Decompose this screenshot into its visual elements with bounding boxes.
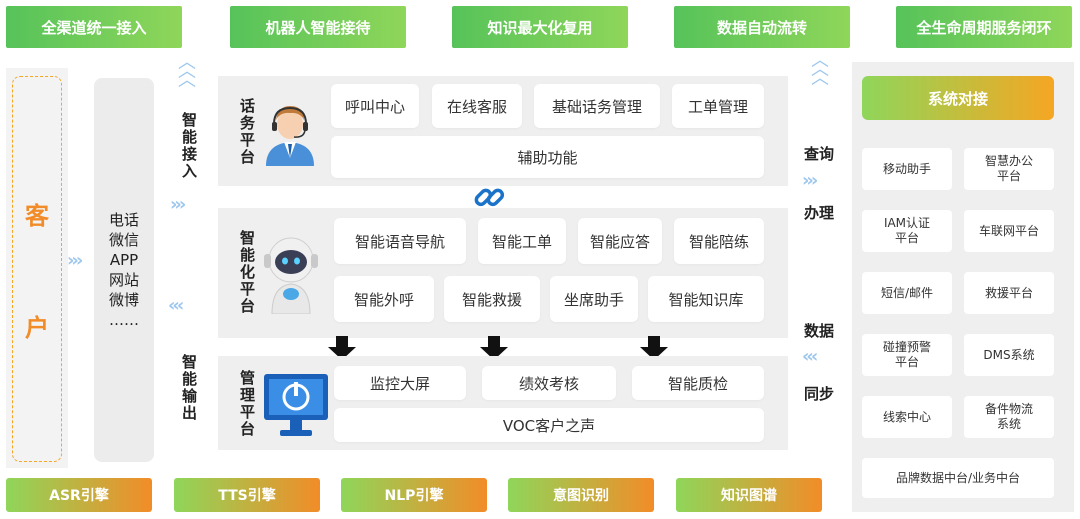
channel-item: 电话 <box>108 211 139 229</box>
box-work-order-mgmt: 工单管理 <box>672 84 764 128</box>
header-data-flow: 数据自动流转 <box>674 6 850 48</box>
sys-iam: IAM认证 平台 <box>862 210 952 252</box>
label-sync: 同步 <box>804 385 835 403</box>
label-handle: 办理 <box>804 204 835 222</box>
header-robot: 机器人智能接待 <box>230 6 406 48</box>
customer-column <box>6 68 68 468</box>
channel-item: 微博 <box>108 291 139 309</box>
double-up-icon: ︿︿︿ <box>178 52 196 91</box>
engine-intent: 意图识别 <box>508 478 654 512</box>
arrow-down-icon <box>640 336 668 360</box>
robot-icon <box>262 230 320 315</box>
phone-platform-title: 话务平台 <box>238 98 256 166</box>
agent-avatar-icon <box>258 100 322 166</box>
engine-asr: ASR引擎 <box>6 478 152 512</box>
box-smart-answer: 智能应答 <box>578 218 662 264</box>
box-online-service: 在线客服 <box>432 84 522 128</box>
mgmt-platform-title: 管理平台 <box>238 370 256 438</box>
chevron-right-icon: ››› <box>170 194 186 215</box>
header-lifecycle: 全生命周期服务闭环 <box>896 6 1072 48</box>
engine-nlp: NLP引擎 <box>341 478 487 512</box>
channel-item: 网站 <box>108 271 139 289</box>
system-integration-header: 系统对接 <box>862 76 1054 120</box>
sys-mobile-assistant: 移动助手 <box>862 148 952 190</box>
box-performance: 绩效考核 <box>482 366 616 400</box>
customer-char-2: 户 <box>25 313 49 342</box>
engine-tts: TTS引擎 <box>174 478 320 512</box>
sys-parts-logistics: 备件物流 系统 <box>964 396 1054 438</box>
sys-rescue: 救援平台 <box>964 272 1054 314</box>
smart-access-label: 智能接入 <box>180 112 198 180</box>
box-assist-func: 辅助功能 <box>331 136 764 178</box>
box-smart-training: 智能陪练 <box>674 218 764 264</box>
label-data: 数据 <box>804 322 835 340</box>
channels-panel: 电话 微信 APP 网站 微博 …… <box>94 78 154 462</box>
arrow-down-icon <box>480 336 508 360</box>
arrow-down-icon <box>328 336 356 360</box>
box-smart-outbound: 智能外呼 <box>334 276 434 322</box>
box-smart-rescue: 智能救援 <box>444 276 540 322</box>
channel-item: 微信 <box>108 231 139 249</box>
box-smart-qc: 智能质检 <box>632 366 764 400</box>
customer-box: 客 户 <box>12 76 62 462</box>
sys-iov: 车联网平台 <box>964 210 1054 252</box>
engine-kg: 知识图谱 <box>676 478 822 512</box>
label-query: 查询 <box>804 145 835 163</box>
channel-item: …… <box>109 311 139 329</box>
box-agent-assist: 坐席助手 <box>550 276 638 322</box>
ai-platform-title: 智能化平台 <box>238 229 256 315</box>
monitor-icon <box>262 372 330 438</box>
header-knowledge: 知识最大化复用 <box>452 6 628 48</box>
customer-char-1: 客 <box>25 201 49 230</box>
box-smart-ticket: 智能工单 <box>478 218 566 264</box>
link-icon <box>472 180 506 214</box>
box-voc: VOC客户之声 <box>334 408 764 442</box>
sys-dms: DMS系统 <box>964 334 1054 376</box>
box-smart-kb: 智能知识库 <box>648 276 764 322</box>
box-monitor-screen: 监控大屏 <box>334 366 466 400</box>
double-up-icon: ︿︿︿ <box>811 50 829 89</box>
box-basic-call-mgmt: 基础话务管理 <box>534 84 660 128</box>
sys-sms-email: 短信/邮件 <box>862 272 952 314</box>
chevron-left-icon: ‹‹‹ <box>802 346 818 367</box>
sys-collision-warning: 碰撞预警 平台 <box>862 334 952 376</box>
smart-output-label: 智能输出 <box>180 354 198 422</box>
sys-smart-office: 智慧办公 平台 <box>964 148 1054 190</box>
chevron-right-icon: ››› <box>802 170 818 191</box>
sys-brand-data-middle: 品牌数据中台/业务中台 <box>862 458 1054 498</box>
channel-item: APP <box>109 251 139 269</box>
chevron-right-icon: ››› <box>67 250 83 271</box>
header-all-channel: 全渠道统一接入 <box>6 6 182 48</box>
sys-lead-center: 线索中心 <box>862 396 952 438</box>
box-smart-voice-nav: 智能语音导航 <box>334 218 466 264</box>
chevron-left-icon: ‹‹‹ <box>168 295 184 316</box>
box-call-center: 呼叫中心 <box>331 84 419 128</box>
